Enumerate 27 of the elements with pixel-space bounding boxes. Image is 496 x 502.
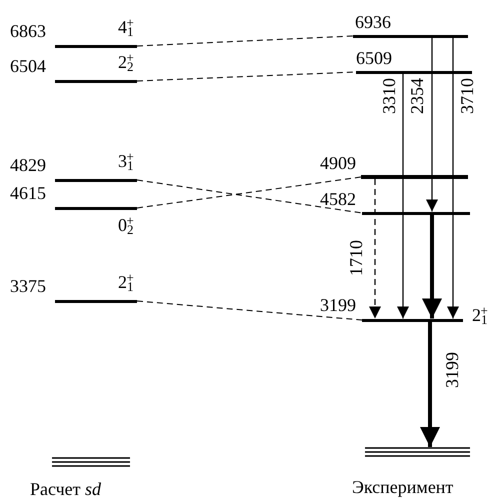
energy-label: 4615	[10, 182, 46, 204]
edge-label: 3710	[458, 78, 476, 114]
energy-label: 4829	[10, 154, 46, 176]
scheme-caption: Эксперимент	[352, 476, 454, 498]
correspondence-line	[136, 300, 362, 320]
energy-label: 3375	[10, 275, 46, 297]
correspondence-line	[136, 176, 362, 208]
transition-arrow	[447, 38, 459, 318]
energy-label: 6863	[10, 20, 46, 42]
transition-arrow	[397, 74, 409, 318]
correspondence-line	[136, 180, 362, 214]
edge-label: 3310	[380, 78, 398, 114]
energy-label: 4909	[320, 152, 356, 174]
edge-label: 3199	[443, 352, 461, 388]
edge-label: 2354	[408, 78, 426, 114]
transition-arrow	[422, 214, 442, 318]
transition-arrow	[426, 38, 438, 212]
correspondence-line	[136, 36, 354, 46]
transition-arrow	[369, 179, 381, 318]
transition-arrow	[420, 322, 440, 447]
energy-label: 3199	[320, 294, 356, 316]
energy-label: 6936	[355, 11, 391, 33]
energy-label: 6509	[356, 47, 392, 69]
edge-label: 1710	[347, 240, 365, 276]
energy-label: 6504	[10, 55, 46, 77]
energy-label: 4582	[320, 188, 356, 210]
scheme-caption: Расчет sd	[30, 478, 102, 500]
